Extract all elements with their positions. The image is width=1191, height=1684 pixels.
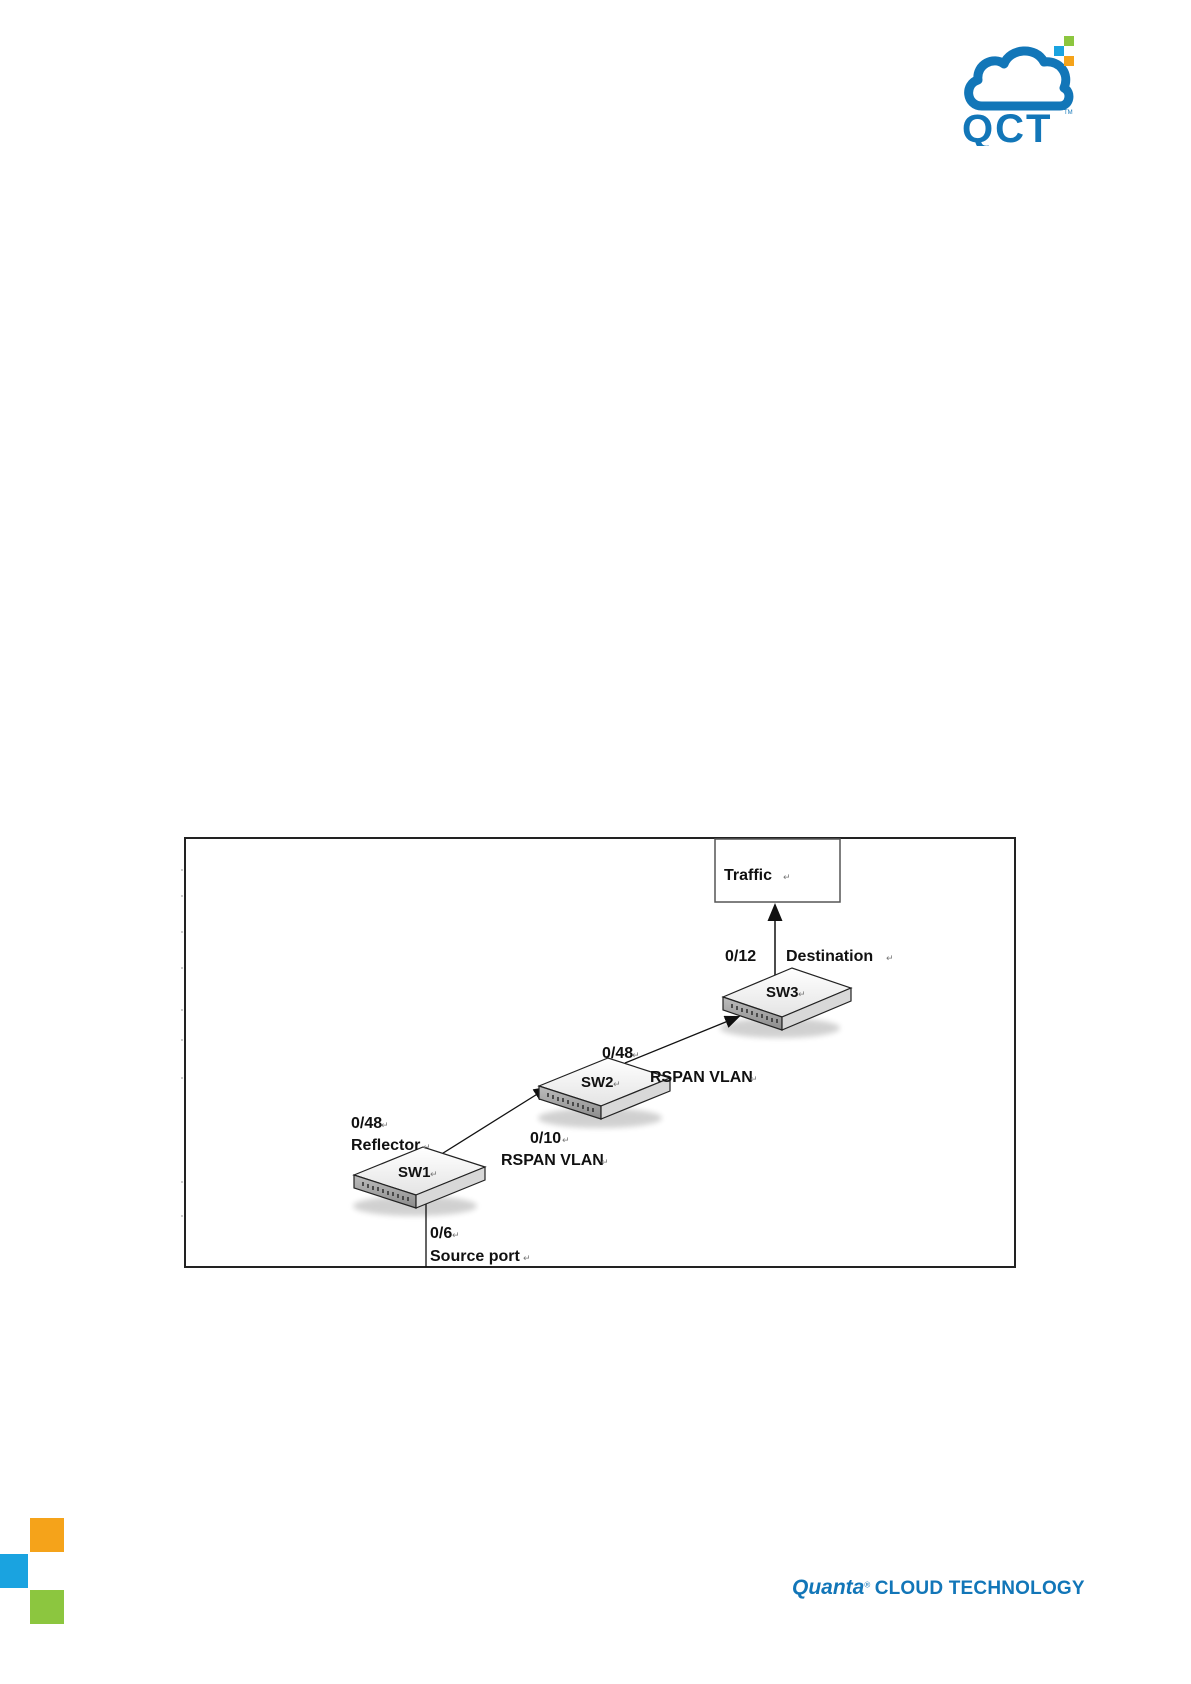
return-mark: ↵ <box>423 1143 431 1153</box>
qct-logo-tm: TM <box>1064 110 1073 116</box>
brand-cloud-technology: CLOUD TECHNOLOGY <box>875 1578 1085 1599</box>
traffic-label: Traffic <box>724 867 772 884</box>
sw1-to-sw2-link <box>432 1088 547 1160</box>
return-mark: ↵ <box>783 873 791 883</box>
return-mark: ↵ <box>750 1075 758 1085</box>
footer-brand: Quanta® CLOUD TECHNOLOGY <box>792 1576 1082 1606</box>
sw2-in-vlan-label: RSPAN VLAN <box>501 1152 604 1169</box>
qct-logo: QCT TM <box>960 34 1080 146</box>
return-mark: ↵ <box>613 1080 621 1090</box>
return-mark: ↵ <box>632 1051 640 1061</box>
sw2-out-vlan-label: RSPAN VLAN <box>650 1069 753 1086</box>
return-mark: ↵ <box>601 1158 609 1168</box>
brand-quanta: Quanta <box>792 1576 864 1599</box>
footer-squares-icon <box>0 1518 64 1624</box>
diagram-frame <box>185 838 1015 1267</box>
switch-sw3 <box>720 968 851 1038</box>
switch-sw1 <box>353 1147 485 1216</box>
sw1-reflector-label: Reflector <box>351 1137 420 1154</box>
destination-label: Destination <box>786 948 873 965</box>
sw2-in-port-label: 0/10 <box>530 1130 561 1147</box>
sw2-out-port-label: 0/48 <box>602 1045 633 1062</box>
sw1-reflector-port-label: 0/48 <box>351 1115 382 1132</box>
sw1-label: SW1 <box>398 1164 431 1181</box>
brand-tm: ® <box>864 1581 870 1590</box>
return-mark: ↵ <box>430 1170 438 1180</box>
return-mark: ↵ <box>886 954 894 964</box>
cloud-icon <box>969 51 1069 106</box>
rspan-diagram: Traffic ↵ 0/12 Destination ↵ SW3 ↵ <box>170 820 1020 1270</box>
left-ruler-ticks <box>181 870 183 1216</box>
return-mark: ↵ <box>562 1136 570 1146</box>
return-mark: ↵ <box>523 1254 531 1264</box>
return-mark: ↵ <box>381 1121 389 1131</box>
return-mark: ↵ <box>452 1231 460 1241</box>
qct-logo-text: QCT <box>962 107 1052 146</box>
sw1-source-label: Source port <box>430 1248 520 1265</box>
return-mark: ↵ <box>798 990 806 1000</box>
destination-port-label: 0/12 <box>725 948 756 965</box>
sw3-label: SW3 <box>766 984 799 1001</box>
sw2-to-sw3-link <box>625 1017 738 1063</box>
sw1-source-port-label: 0/6 <box>430 1225 452 1242</box>
sw2-label: SW2 <box>581 1074 614 1091</box>
